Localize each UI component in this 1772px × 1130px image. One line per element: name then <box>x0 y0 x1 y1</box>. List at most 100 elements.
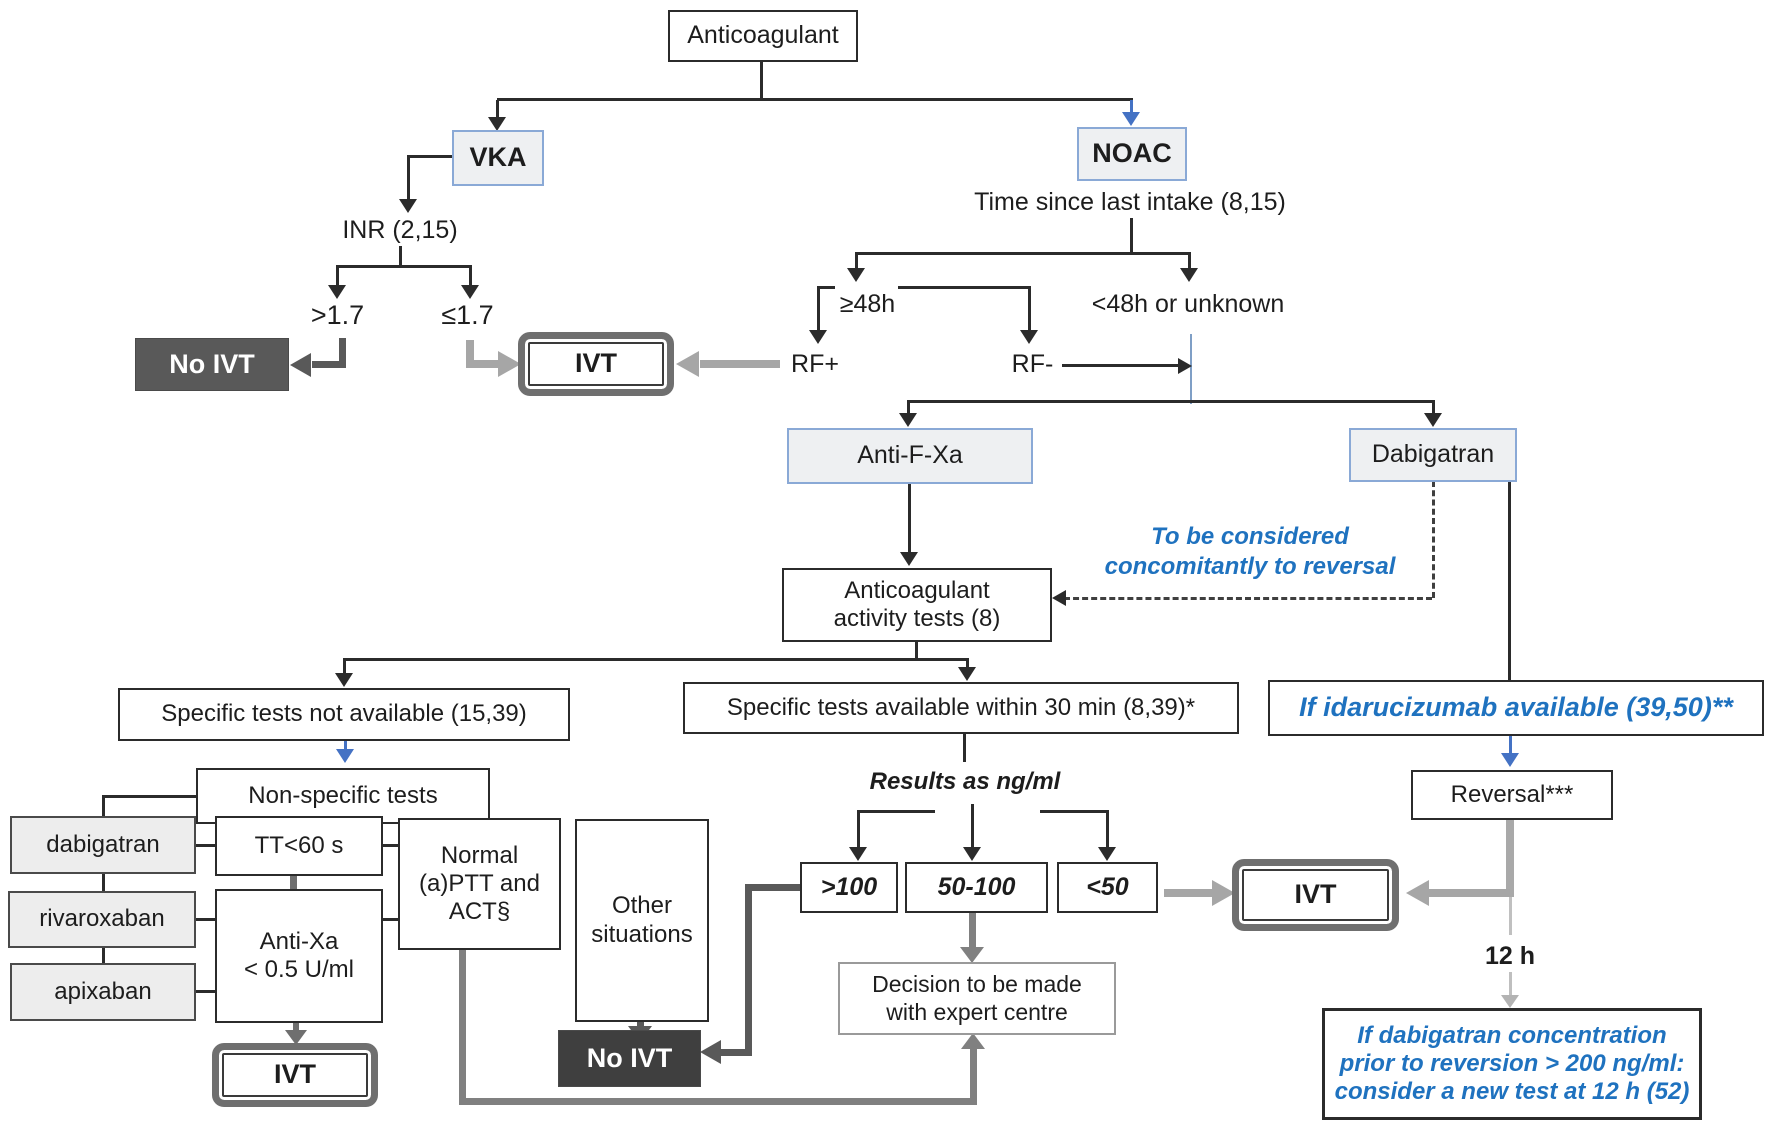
connector-apix-antixa <box>196 990 215 993</box>
connector-inr-left <box>336 265 339 287</box>
connector-vka-drop <box>496 100 499 119</box>
connector-nonspecific-left-v <box>102 795 105 816</box>
elbow-gt100-h <box>745 884 801 891</box>
node-tt60: TT<60 s <box>215 816 383 876</box>
node-gt100: >100 <box>800 862 898 913</box>
dashed-dabigatran-v <box>1432 481 1435 598</box>
label-12h: 12 h <box>1484 942 1536 970</box>
path-decision-up <box>970 1046 977 1101</box>
arrowhead-le17-ivt <box>498 351 521 377</box>
connector-ge48-left-h <box>818 286 835 289</box>
node-dabigatran-note: If dabigatran concentration prior to rev… <box>1322 1008 1702 1120</box>
connector-inr-bracket <box>337 265 471 268</box>
connector-drug-stack-1 <box>102 874 105 891</box>
connector-12h-note <box>1509 972 1512 996</box>
node-rivaroxaban: rivaroxaban <box>8 891 196 948</box>
node-dabigatran-main: Dabigatran <box>1349 428 1517 482</box>
arrowhead-gt17 <box>328 285 346 299</box>
connector-reversal-12h <box>1509 897 1512 935</box>
node-anti-xa: Anti-Xa < 0.5 U/ml <box>215 889 383 1023</box>
label-ge48: ≥48h <box>839 290 896 318</box>
elbow-gt17-h <box>312 361 342 368</box>
arrowhead-dashed-left <box>1052 590 1066 606</box>
node-vka: VKA <box>452 130 544 186</box>
arrowhead-lt50 <box>1098 847 1116 861</box>
arrowhead-activity-tests <box>900 552 918 566</box>
label-lt48: <48h or unknown <box>1091 290 1285 318</box>
elbow-gt100-v <box>745 884 752 1056</box>
connector-vka-inr-h <box>408 155 453 158</box>
node-50-100: 50-100 <box>905 862 1048 913</box>
connector-tt-antixa-stub <box>290 876 297 889</box>
connector-noac-split <box>908 400 1435 403</box>
connector-avail-drop <box>966 658 969 669</box>
path-normal-down <box>459 950 466 1105</box>
connector-riva-antixa <box>196 918 215 921</box>
arrowhead-avail <box>958 667 976 681</box>
arrow-lt50-ivt <box>1164 889 1212 897</box>
arrowhead-le17 <box>461 285 479 299</box>
label-inr: INR (2,15) <box>342 216 458 244</box>
connector-results-left-h <box>858 810 935 813</box>
arrowhead-lt48 <box>1180 268 1198 282</box>
connector-results-right-h <box>1040 810 1108 813</box>
connector-ge48-right-h <box>898 286 1030 289</box>
connector-antifxa-drop <box>907 400 910 414</box>
arrowhead-notavail <box>335 673 353 687</box>
label-rf-plus: RF+ <box>791 350 839 378</box>
arrowhead-ge48 <box>847 268 865 282</box>
node-anti-f-xa: Anti-F-Xa <box>787 428 1033 484</box>
connector-time-stem <box>1130 218 1133 254</box>
connector-anticoagulant-stem <box>760 62 763 100</box>
arrow-50100-decision <box>969 913 976 950</box>
elbow-le17-v <box>466 340 474 366</box>
label-time-since: Time since last intake (8,15) <box>974 188 1286 216</box>
label-le17: ≤1.7 <box>441 300 494 330</box>
arrowhead-reversal <box>1501 753 1519 767</box>
connector-rfplus-drop <box>817 286 820 332</box>
arrowhead-noac <box>1122 112 1140 126</box>
connector-rfminus-drop <box>1028 286 1031 332</box>
node-noac: NOAC <box>1077 127 1187 181</box>
node-decision: Decision to be made with expert centre <box>838 962 1116 1035</box>
arrowhead-decision-up <box>961 1033 985 1049</box>
node-anticoagulant: Anticoagulant <box>668 10 858 62</box>
node-specific-not-available: Specific tests not available (15,39) <box>118 688 570 741</box>
arrowhead-noivt-bottom-right <box>700 1040 721 1064</box>
connector-antixa-ivt <box>293 1023 299 1032</box>
connector-antifxa-tests <box>908 483 911 553</box>
connector-drug-stack-2 <box>102 948 105 963</box>
node-lt50: <50 <box>1057 862 1158 913</box>
connector-ge48-drop <box>855 252 858 270</box>
connector-avail-results <box>963 734 966 762</box>
arrowhead-vka <box>488 117 506 131</box>
arrow-rfplus-ivt <box>700 360 780 368</box>
connector-50100-drop <box>971 804 974 848</box>
dashed-dabigatran-h <box>1064 597 1432 600</box>
node-no-ivt-top: No IVT <box>135 338 289 391</box>
arrowhead-antifxa <box>899 413 917 427</box>
arrowhead-50100 <box>963 847 981 861</box>
node-dabigatran-drug: dabigatran <box>10 816 196 874</box>
connector-vka-inr-v <box>407 155 410 201</box>
connector-idaru-reversal <box>1509 735 1512 755</box>
connector-time-bracket <box>856 252 1190 255</box>
arrowhead-antixa-ivt <box>285 1030 307 1045</box>
path-bottom-h <box>459 1098 977 1105</box>
node-specific-available: Specific tests available within 30 min (… <box>683 682 1239 734</box>
connector-lt50-drop <box>1106 810 1109 848</box>
connector-antixa-normal <box>382 918 398 921</box>
connector-dabi-tt <box>196 844 215 847</box>
connector-lt48-drop <box>1188 252 1191 270</box>
node-apixaban: apixaban <box>10 963 196 1021</box>
arrowhead-rfplus <box>809 330 827 344</box>
label-gt17: >1.7 <box>310 300 365 330</box>
connector-rfminus-arrow <box>1062 364 1180 367</box>
elbow-gt17-v <box>339 338 346 368</box>
connector-inr-stem <box>399 246 402 266</box>
arrowhead-nonspecific <box>336 749 354 763</box>
node-other-situations: Other situations <box>575 819 709 1022</box>
connector-tests-stem <box>915 642 918 659</box>
node-if-idarucizumab: If idarucizumab available (39,50)** <box>1268 680 1764 736</box>
